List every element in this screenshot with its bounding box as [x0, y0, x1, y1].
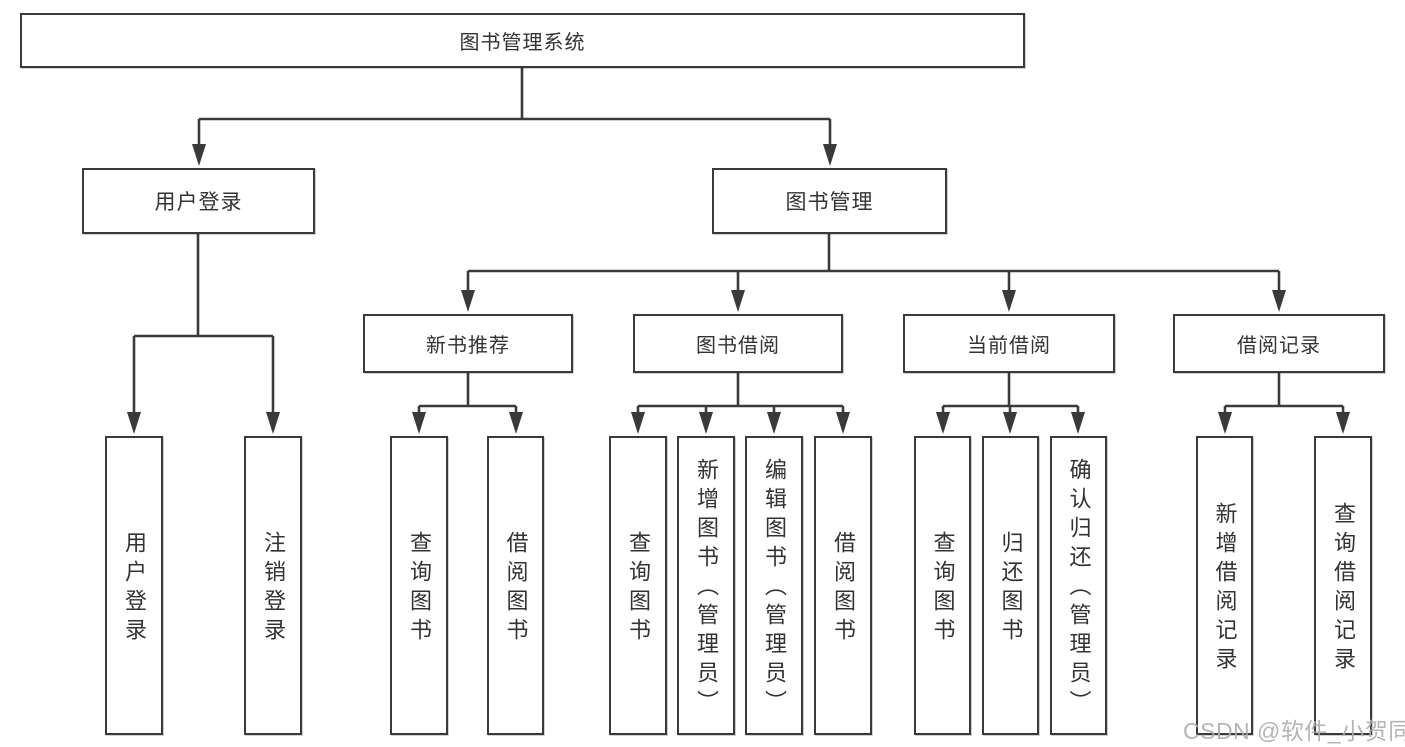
leaf-br-query-record: 查询借阅记录 — [1314, 436, 1372, 735]
leaf-bb-query-books: 查询图书 — [609, 436, 667, 735]
leaf-nbr-borrow-books: 借阅图书 — [487, 436, 544, 735]
leaf-logout: 注销登录 — [244, 436, 302, 735]
leaf-bb-add-books-admin: 新增图书（管理员） — [677, 436, 735, 735]
node-book-borrowing: 图书借阅 — [633, 314, 843, 373]
leaf-cb-return-books: 归还图书 — [982, 436, 1039, 735]
node-borrowing-records: 借阅记录 — [1173, 314, 1385, 373]
leaf-cb-confirm-return-admin: 确认归还（管理员） — [1050, 436, 1107, 735]
node-new-book-recommend: 新书推荐 — [363, 314, 573, 373]
arrowheads — [127, 144, 1350, 434]
node-root: 图书管理系统 — [20, 13, 1025, 68]
watermark: CSDN @软件_小贺同学 — [1183, 718, 1405, 744]
node-user-login: 用户登录 — [82, 168, 315, 234]
leaf-br-add-record: 新增借阅记录 — [1196, 436, 1253, 735]
leaf-user-login: 用户登录 — [105, 436, 163, 735]
node-current-borrowing: 当前借阅 — [903, 314, 1115, 373]
leaf-nbr-query-books: 查询图书 — [390, 436, 448, 735]
node-book-management: 图书管理 — [712, 168, 947, 234]
leaf-cb-query-books: 查询图书 — [914, 436, 971, 735]
leaf-bb-borrow-books: 借阅图书 — [814, 436, 872, 735]
leaf-bb-edit-books-admin: 编辑图书（管理员） — [745, 436, 803, 735]
